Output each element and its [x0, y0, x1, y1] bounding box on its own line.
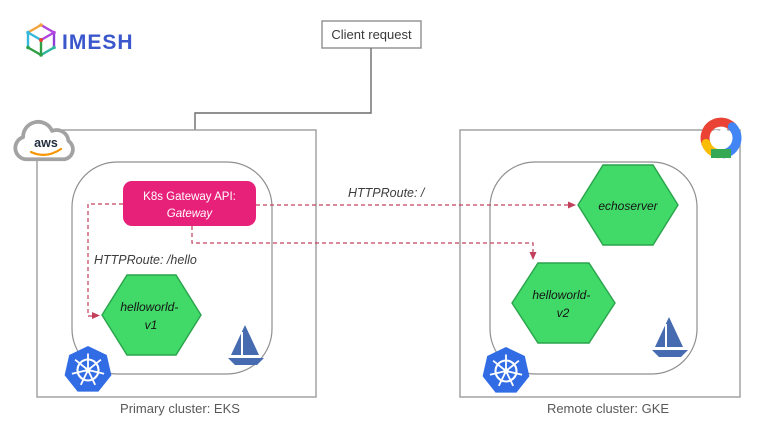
route-root-arrowhead [568, 201, 576, 209]
aws-cloud-icon: aws [13, 120, 75, 162]
route-root-label: HTTPRoute: / [348, 186, 426, 200]
client-request-box [321, 20, 422, 49]
primary-mesh-boundary [71, 161, 273, 375]
client-request-label: Client request [331, 27, 412, 42]
service-hexagon-helloworld-v1 [101, 274, 202, 356]
google-cloud-icon [700, 117, 742, 159]
route-hello-line [87, 203, 123, 317]
imesh-logo: IMESH [26, 23, 133, 57]
service-hexagon-helloworld-v2 [511, 262, 616, 344]
remote-cluster-caption: Remote cluster: GKE [547, 401, 669, 416]
brand-text: IMESH [62, 31, 134, 54]
route-v2-arrowhead [529, 252, 537, 260]
primary-cluster-caption: Primary cluster: EKS [120, 401, 240, 416]
aws-smile [29, 147, 63, 156]
gateway-api-subtitle: Gateway [167, 208, 214, 220]
gateway-api-title: K8s Gateway API: [143, 191, 236, 203]
service-label-helloworld-v2: helloworld- v2 [532, 288, 593, 320]
route-hello-arrowhead [92, 312, 100, 319]
aws-label: aws [34, 136, 58, 150]
route-v2-line [191, 226, 534, 252]
gateway-api-box [123, 181, 256, 226]
route-hello-label: HTTPRoute: /hello [94, 253, 197, 267]
remote-mesh-boundary [489, 161, 698, 375]
service-hexagon-echoserver [577, 164, 679, 246]
service-label-helloworld-v1: helloworld- v1 [120, 300, 181, 332]
service-label-echoserver: echoserver [598, 199, 658, 213]
imesh-cube-icon [26, 23, 56, 57]
